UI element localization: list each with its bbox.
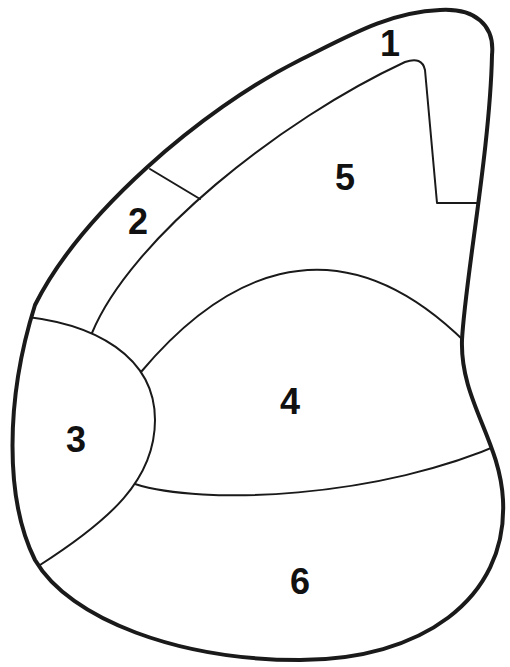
region-number: 4 (280, 384, 300, 420)
region-number: 5 (335, 160, 355, 196)
band-boundary (92, 60, 500, 333)
band-separator (150, 169, 200, 199)
outer-outline (13, 10, 504, 660)
region-boundary (135, 440, 510, 495)
region-number: 3 (66, 422, 86, 458)
region-boundary (141, 270, 475, 372)
region-number: 1 (380, 26, 400, 62)
region-number: 6 (290, 564, 310, 600)
region-number: 2 (128, 204, 148, 240)
